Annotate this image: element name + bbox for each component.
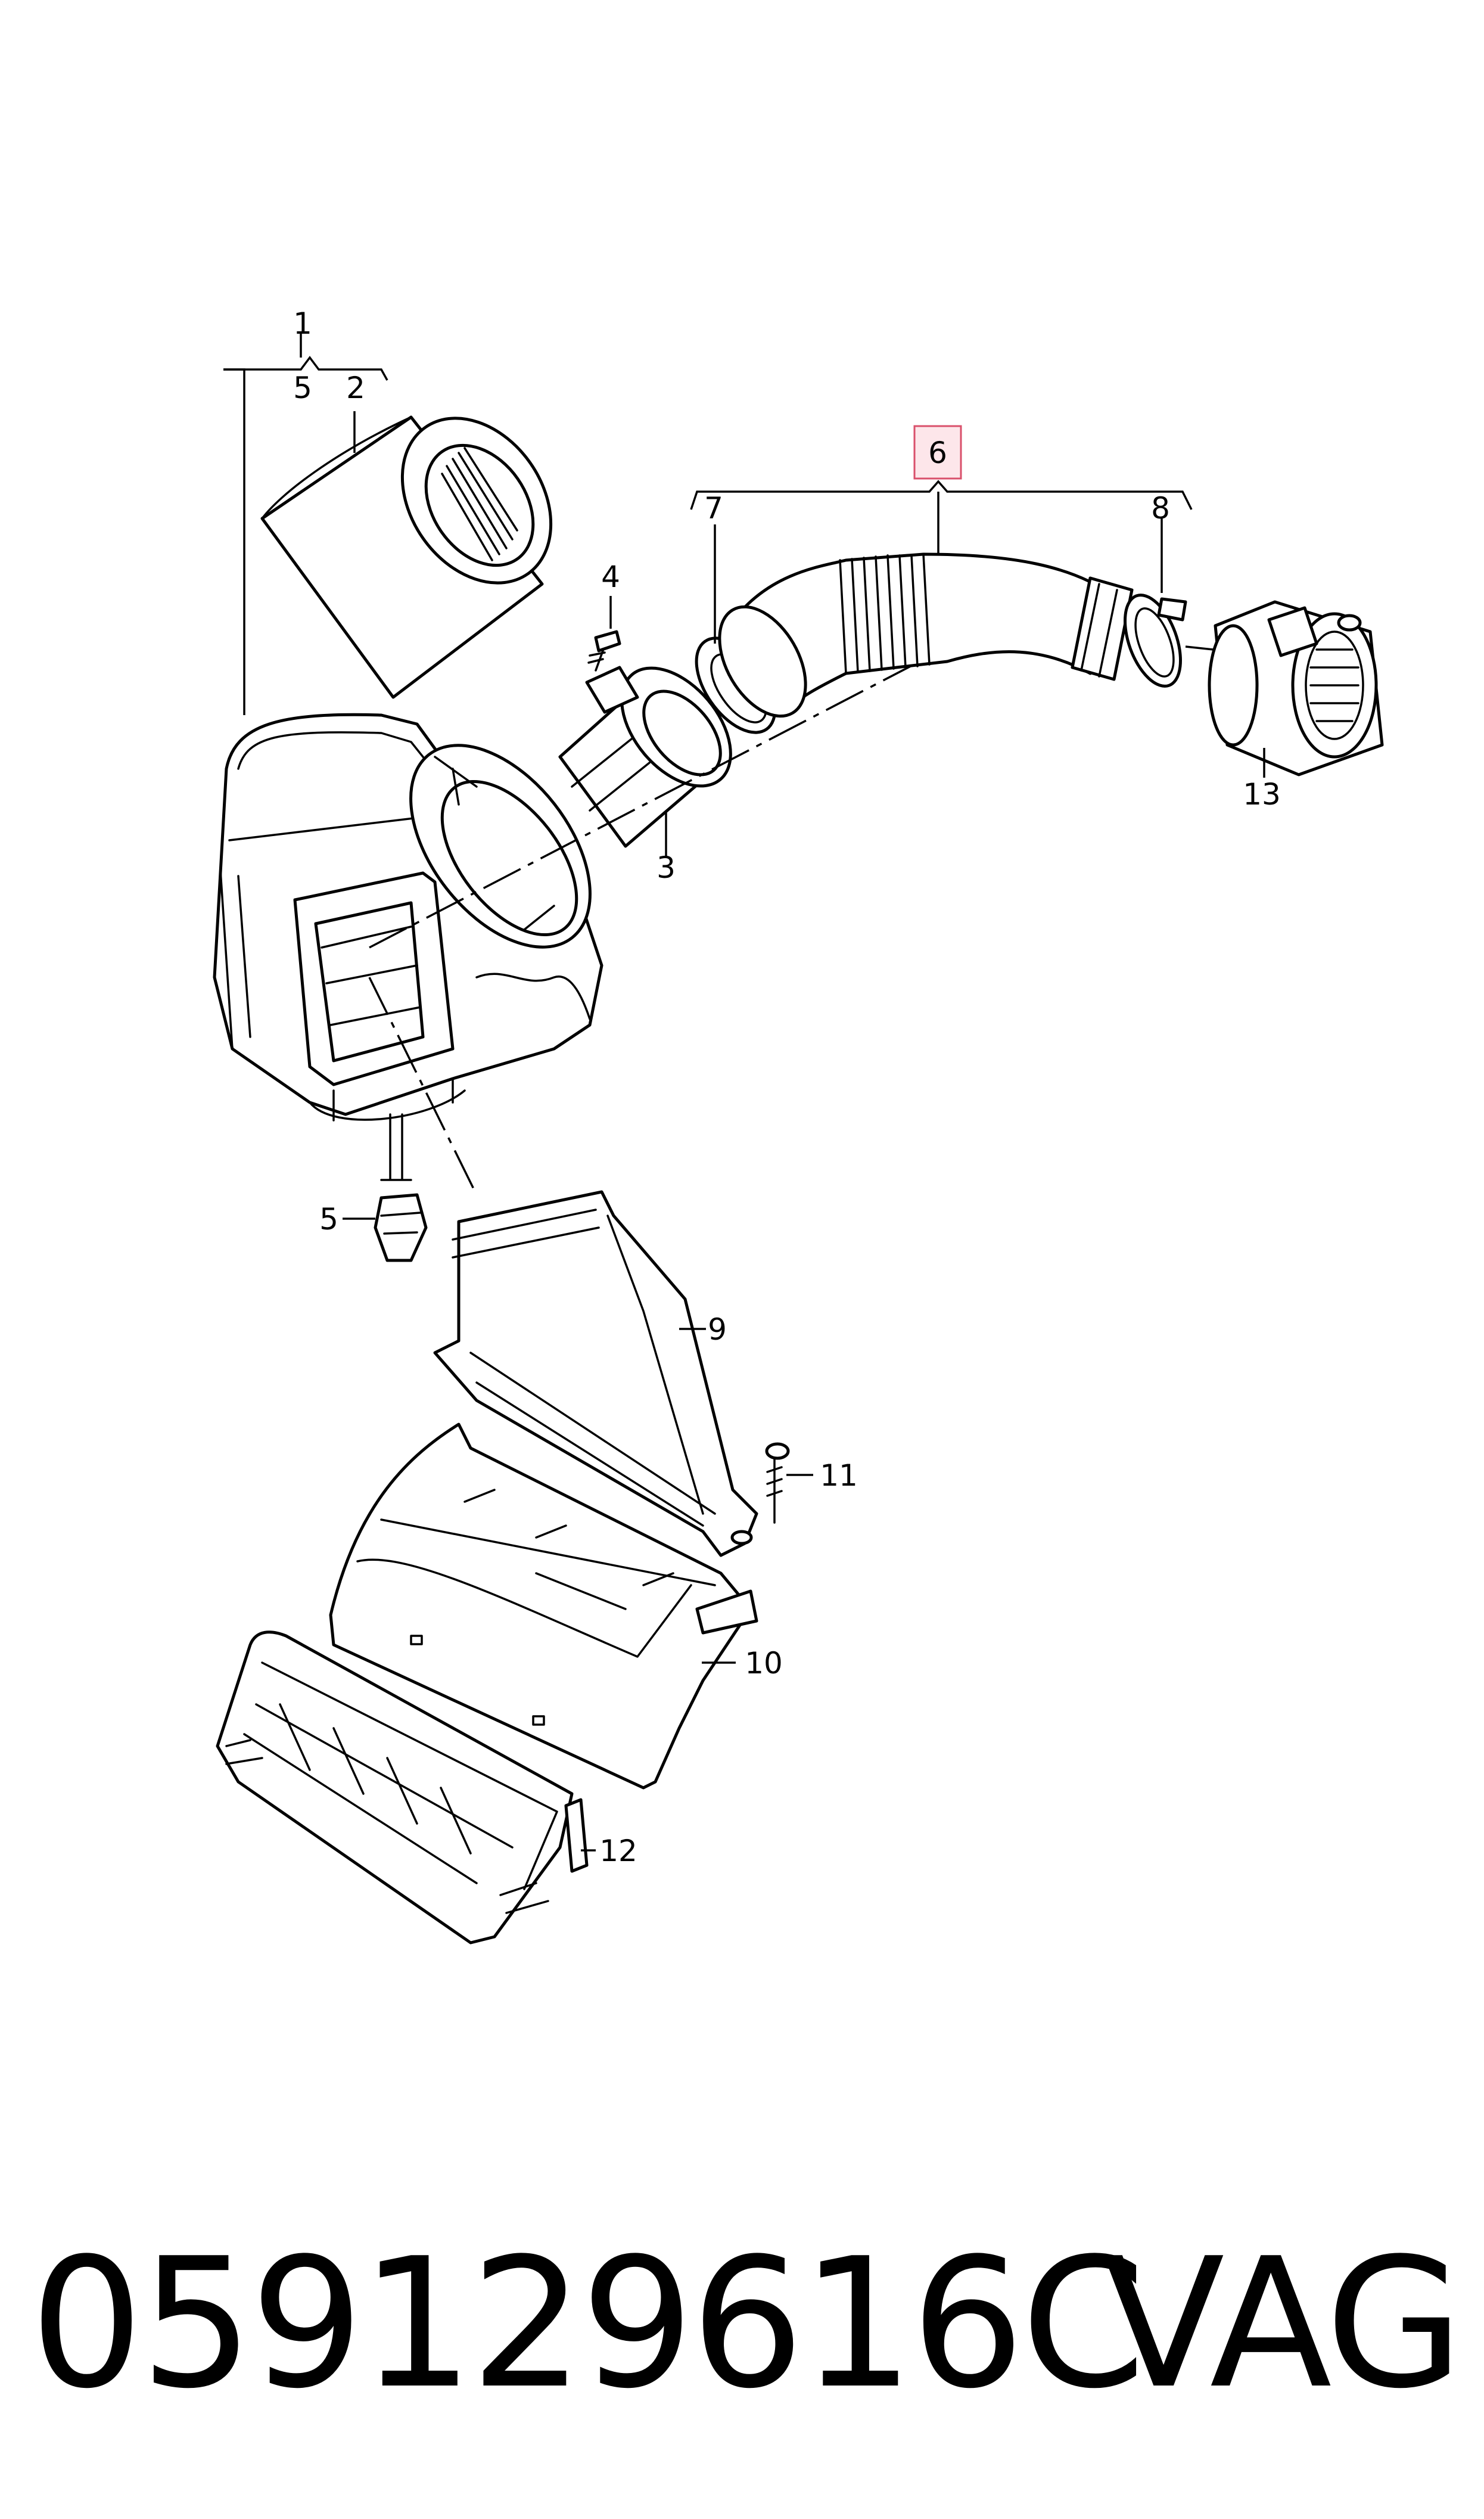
intake-duct-9: [433, 1190, 758, 1557]
bushing-5: [374, 1193, 428, 1262]
callout-12: 12: [599, 1834, 637, 1868]
part-number: 059129616C: [30, 2220, 1146, 2428]
filter-element: [260, 415, 553, 699]
bracket-group-6: [690, 425, 1193, 557]
callout-9: 9: [708, 1312, 727, 1347]
callout-labels: 1 2 3 4 5 5 6 7 8 9 10 11 12 13: [293, 306, 1281, 1868]
callout-2: 2: [346, 371, 365, 405]
air-guide-10: [329, 1422, 758, 1790]
clamp-8: [1124, 594, 1187, 688]
callout-6: 6: [928, 436, 947, 470]
parts-illustration: 1 2 3 4 5 5 6 7 8 9 10 11 12 13: [213, 306, 1384, 1945]
callout-1: 1: [293, 306, 312, 341]
callout-11: 11: [820, 1458, 858, 1493]
callout-5: 5: [319, 1202, 338, 1237]
callout-5-top: 5: [293, 371, 312, 405]
adapter-3: [558, 666, 732, 848]
callout-13: 13: [1243, 777, 1281, 812]
maf-meter-13: [1208, 600, 1384, 776]
intake-hose: [718, 552, 1134, 718]
callout-8: 8: [1151, 491, 1170, 526]
grille-12: [216, 1630, 589, 1945]
callout-10: 10: [745, 1646, 783, 1681]
bracket-group-1: [223, 334, 388, 715]
callout-7: 7: [704, 491, 723, 526]
screw-11: [765, 1442, 790, 1524]
part-footer: 059129616C VAG: [0, 2205, 1484, 2443]
screw-4: [587, 630, 621, 672]
callout-3: 3: [657, 850, 676, 885]
brand-name: VAG: [1102, 2220, 1464, 2428]
filter-housing: [213, 713, 603, 1181]
callout-4: 4: [601, 560, 620, 594]
callout-6-highlight: [913, 425, 962, 480]
